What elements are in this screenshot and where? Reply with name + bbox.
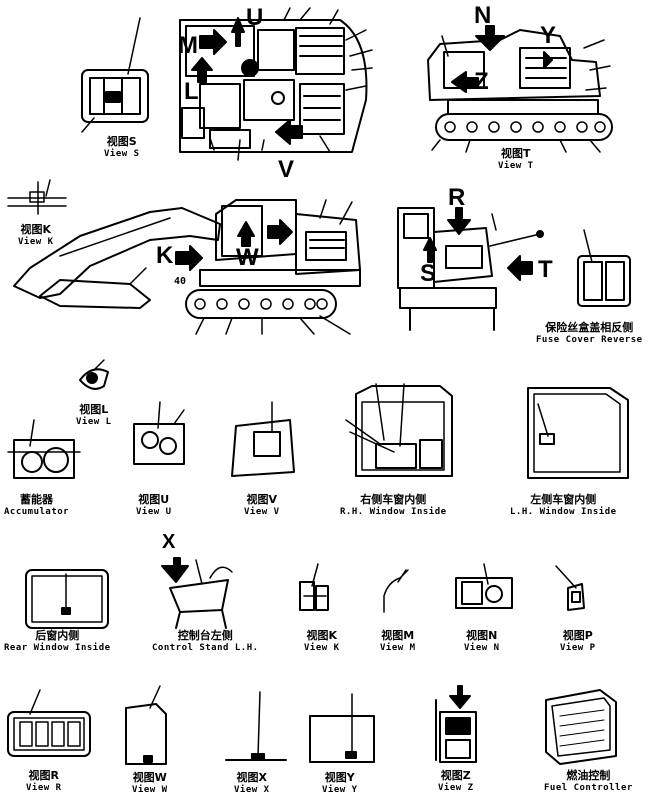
fuse-cover-drawing bbox=[577, 229, 631, 307]
callout-letter-x: X bbox=[162, 531, 176, 553]
view-n-drawing bbox=[455, 563, 513, 609]
callout-letter-m: M bbox=[178, 32, 198, 59]
callout-letter-k: K bbox=[156, 242, 174, 269]
view-t-drawing bbox=[427, 25, 613, 153]
view-x-drawing bbox=[225, 691, 287, 761]
view-k-detail-drawing bbox=[7, 179, 67, 215]
callout-letter-u: U bbox=[246, 4, 264, 31]
view-z-drawing bbox=[435, 685, 477, 763]
view-v-drawing bbox=[231, 401, 295, 477]
callout-letter-n: N bbox=[474, 2, 492, 29]
callout-letter-z: Z bbox=[474, 68, 489, 95]
view-y-drawing bbox=[309, 693, 375, 763]
lh-window-drawing bbox=[527, 387, 629, 479]
excavator-side-drawing bbox=[13, 199, 361, 335]
callout-letter-t: T bbox=[538, 256, 553, 283]
fuel-controller-drawing bbox=[545, 689, 617, 765]
callout-letter-w: W bbox=[236, 244, 259, 271]
rear-window-drawing bbox=[25, 569, 109, 629]
view-w-drawing bbox=[125, 685, 167, 765]
callout-letter-l: L bbox=[184, 78, 199, 105]
callout-letter-y: Y bbox=[540, 22, 557, 49]
cab-front-drawing bbox=[397, 207, 544, 331]
rh-window-drawing bbox=[345, 383, 453, 477]
accumulator-drawing bbox=[7, 419, 81, 479]
view-s-panel-drawing bbox=[81, 17, 149, 133]
view-l-drawing bbox=[79, 359, 109, 390]
view-p-drawing bbox=[555, 565, 585, 611]
view-r-drawing bbox=[7, 689, 91, 757]
view-m-drawing bbox=[383, 569, 409, 613]
mark-40: 40 bbox=[174, 276, 187, 287]
callout-letter-r: R bbox=[448, 184, 466, 211]
top-view-drawing bbox=[179, 7, 373, 161]
view-k-small-drawing bbox=[299, 563, 329, 611]
control-stand-drawing bbox=[161, 557, 233, 629]
callout-letter-s: S bbox=[420, 260, 437, 287]
callout-letter-v: V bbox=[278, 156, 295, 183]
view-u-drawing bbox=[133, 401, 185, 465]
